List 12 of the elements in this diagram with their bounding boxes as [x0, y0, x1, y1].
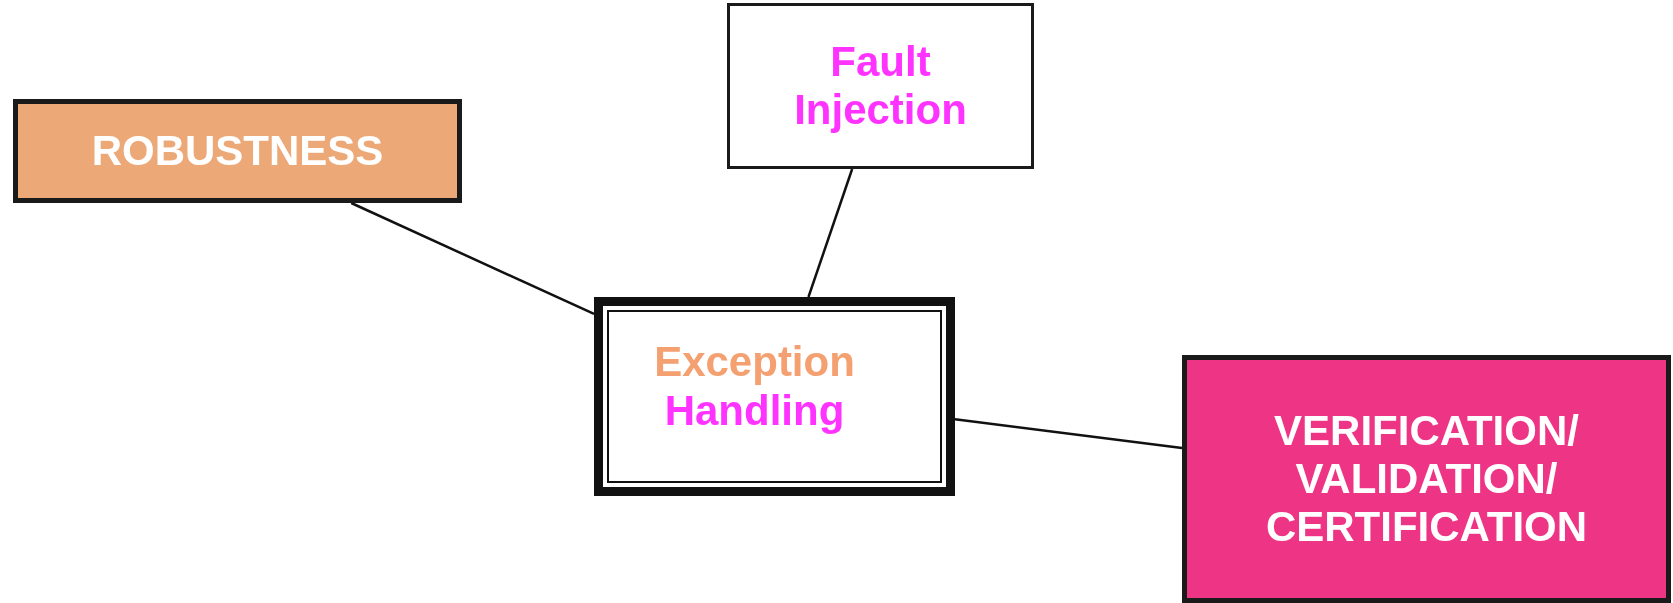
box-label: ROBUSTNESS: [91, 126, 384, 176]
topic-box: [727, 3, 1034, 169]
topic-box: [594, 297, 955, 496]
box-label: VERIFICATION/ VALIDATION/ CERTIFICATION: [1264, 406, 1589, 552]
connector-line: [807, 168, 854, 298]
connector-line: [954, 418, 1183, 450]
box-label: Fault Injection: [793, 37, 968, 135]
topic-box: [13, 99, 462, 203]
box-label: Exception: [654, 338, 855, 387]
topic-box: [1182, 355, 1671, 603]
box-label: Handling: [664, 386, 845, 435]
connector-line: [350, 201, 595, 316]
